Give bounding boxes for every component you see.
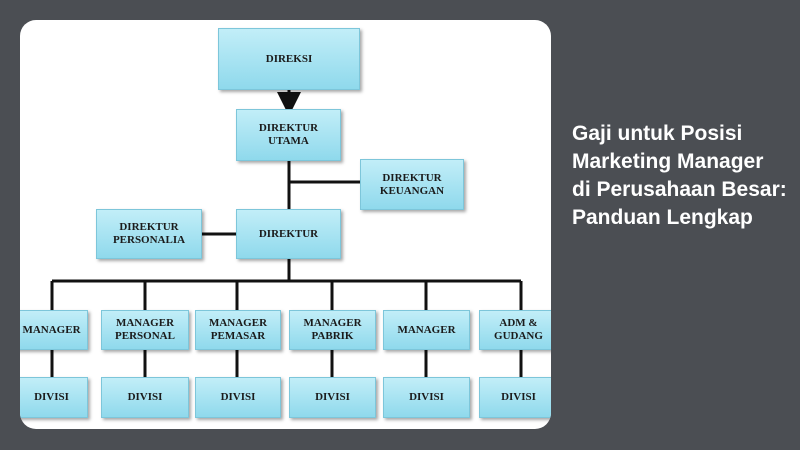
node-divisi-2: DIVISI bbox=[101, 377, 189, 418]
node-manager-personal: MANAGER PERSONAL bbox=[101, 310, 189, 350]
node-manager-pemasar: MANAGER PEMASAR bbox=[195, 310, 281, 350]
node-direksi: DIREKSI bbox=[218, 28, 360, 90]
node-divisi-3: DIVISI bbox=[195, 377, 281, 418]
node-direktur: DIREKTUR bbox=[236, 209, 341, 259]
node-divisi-6: DIVISI bbox=[479, 377, 551, 418]
article-title: Gaji untuk Posisi Marketing Manager di P… bbox=[572, 122, 787, 229]
node-manager-pabrik: MANAGER PABRIK bbox=[289, 310, 376, 350]
node-adm-gudang: ADM & GUDANG bbox=[479, 310, 551, 350]
node-direktur-personalia: DIREKTUR PERSONALIA bbox=[96, 209, 202, 259]
node-direktur-utama: DIREKTUR UTAMA bbox=[236, 109, 341, 161]
node-direktur-keuangan: DIREKTUR KEUANGAN bbox=[360, 159, 464, 210]
node-divisi-1: DIVISI bbox=[20, 377, 88, 418]
node-divisi-4: DIVISI bbox=[289, 377, 376, 418]
node-manager-1: MANAGER bbox=[20, 310, 88, 350]
node-divisi-5: DIVISI bbox=[383, 377, 470, 418]
connector-lines bbox=[50, 90, 523, 377]
org-chart-image: DIREKSI DIREKTUR UTAMA DIREKTUR KEUANGAN… bbox=[20, 20, 551, 429]
node-manager-5: MANAGER bbox=[383, 310, 470, 350]
